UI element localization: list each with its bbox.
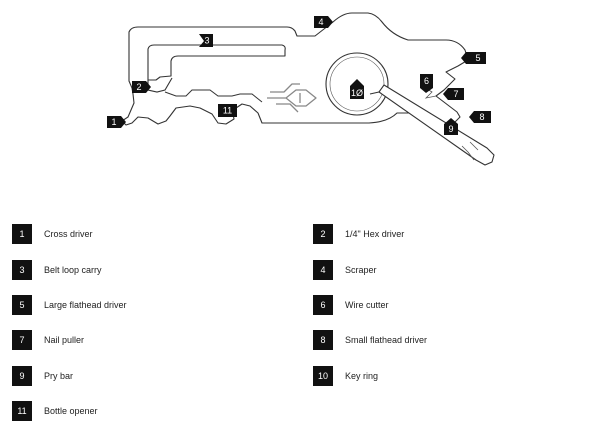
callout-11: 11 <box>218 104 237 117</box>
legend-number: 5 <box>12 295 32 315</box>
callout-3: 3 <box>199 34 213 47</box>
callout-1: 1 <box>107 116 126 128</box>
legend-item-small-flathead-driver: 8 Small flathead driver <box>313 330 427 350</box>
callout-4: 4 <box>314 16 333 28</box>
pry-bar-attachment <box>369 91 380 95</box>
svg-text:6: 6 <box>424 76 429 86</box>
legend-item-scraper: 4 Scraper <box>313 260 377 280</box>
legend-label: 1/4" Hex driver <box>345 229 405 239</box>
svg-text:11: 11 <box>223 106 232 116</box>
legend-item-key-ring: 10 Key ring <box>313 366 378 386</box>
legend-item-wire-cutter: 6 Wire cutter <box>313 295 389 315</box>
legend-label: Bottle opener <box>44 406 98 416</box>
legend-number: 8 <box>313 330 333 350</box>
legend-item-cross-driver: 1 Cross driver <box>12 224 93 244</box>
multitool-outline <box>121 12 469 126</box>
legend-item-pry-bar: 9 Pry bar <box>12 366 73 386</box>
legend-label: Pry bar <box>44 371 74 381</box>
svg-text:5: 5 <box>475 53 480 63</box>
legend-number: 9 <box>12 366 32 386</box>
svg-text:1Ø: 1Ø <box>351 88 363 98</box>
svg-text:4: 4 <box>318 17 323 27</box>
legend-label: Large flathead driver <box>44 300 127 310</box>
legend-label: Key ring <box>345 371 379 381</box>
key-ring-circle <box>325 52 389 116</box>
legend-number: 11 <box>12 401 32 421</box>
belt-loop-slot <box>147 44 286 81</box>
key-ring-inner-circle <box>329 56 385 112</box>
callout-7: 7 <box>443 88 464 100</box>
callout-2: 2 <box>132 81 151 93</box>
legend-number: 1 <box>12 224 32 244</box>
legend-label: Small flathead driver <box>345 335 428 345</box>
legend-number: 7 <box>12 330 32 350</box>
callout-9: 9 <box>444 118 458 135</box>
callout-8: 8 <box>469 111 491 123</box>
callout-10: 1Ø <box>350 79 364 99</box>
legend-item-nail-puller: 7 Nail puller <box>12 330 84 350</box>
legend-number: 3 <box>12 260 32 280</box>
svg-text:7: 7 <box>453 89 458 99</box>
legend-number: 10 <box>313 366 333 386</box>
pry-bar <box>378 84 495 166</box>
legend-number: 6 <box>313 295 333 315</box>
legend-item-belt-loop-carry: 3 Belt loop carry <box>12 260 102 280</box>
legend-label: Wire cutter <box>345 300 389 310</box>
callout-6: 6 <box>420 74 433 93</box>
legend-label: Scraper <box>345 265 377 275</box>
legend-label: Nail puller <box>44 335 85 345</box>
svg-text:3: 3 <box>204 36 209 46</box>
legend-item-bottle-opener: 11 Bottle opener <box>12 401 98 421</box>
legend-label: Cross driver <box>44 229 93 239</box>
body-inner-edge <box>164 89 263 103</box>
multitool-diagram: 1 2 3 4 5 6 7 8 9 1Ø 11 <box>107 12 495 166</box>
svg-text:9: 9 <box>448 124 453 134</box>
legend-item-hex-driver: 2 1/4" Hex driver <box>313 224 404 244</box>
svg-text:8: 8 <box>479 112 484 122</box>
legend-number: 4 <box>313 260 333 280</box>
legend-label: Belt loop carry <box>44 265 102 275</box>
legend-number: 2 <box>313 224 333 244</box>
svg-text:1: 1 <box>111 117 116 127</box>
callout-5: 5 <box>461 52 486 64</box>
legend-item-large-flathead-driver: 5 Large flathead driver <box>12 295 127 315</box>
brand-logo <box>267 83 317 113</box>
svg-text:2: 2 <box>136 82 141 92</box>
